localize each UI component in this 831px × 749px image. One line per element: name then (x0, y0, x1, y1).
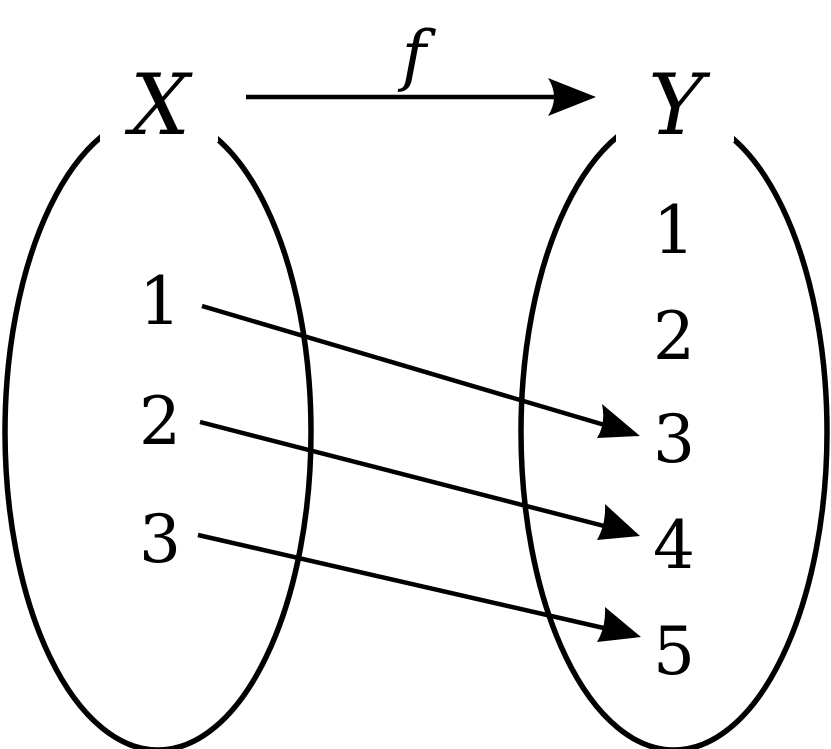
domain-element-3: 3 (139, 501, 181, 578)
domain-label: X (124, 56, 193, 154)
codomain-element-5: 5 (653, 613, 695, 690)
domain-element-1: 1 (139, 263, 181, 340)
codomain-label: Y (648, 56, 711, 154)
mapping-arrow-1-to-3 (201, 303, 640, 438)
domain-element-2: 2 (139, 383, 181, 460)
codomain-element-2: 2 (653, 298, 695, 375)
codomain-element-1: 1 (653, 192, 695, 269)
codomain-label-gap (616, 70, 734, 142)
codomain-element-3: 3 (653, 401, 695, 478)
function-label: f (397, 17, 437, 94)
domain-label-gap (100, 70, 218, 142)
mapping-arrow-3-to-5 (197, 532, 641, 642)
mapping-arrow-2-to-4 (199, 419, 640, 540)
codomain-element-4: 4 (653, 507, 695, 584)
function-arrow (246, 78, 596, 116)
